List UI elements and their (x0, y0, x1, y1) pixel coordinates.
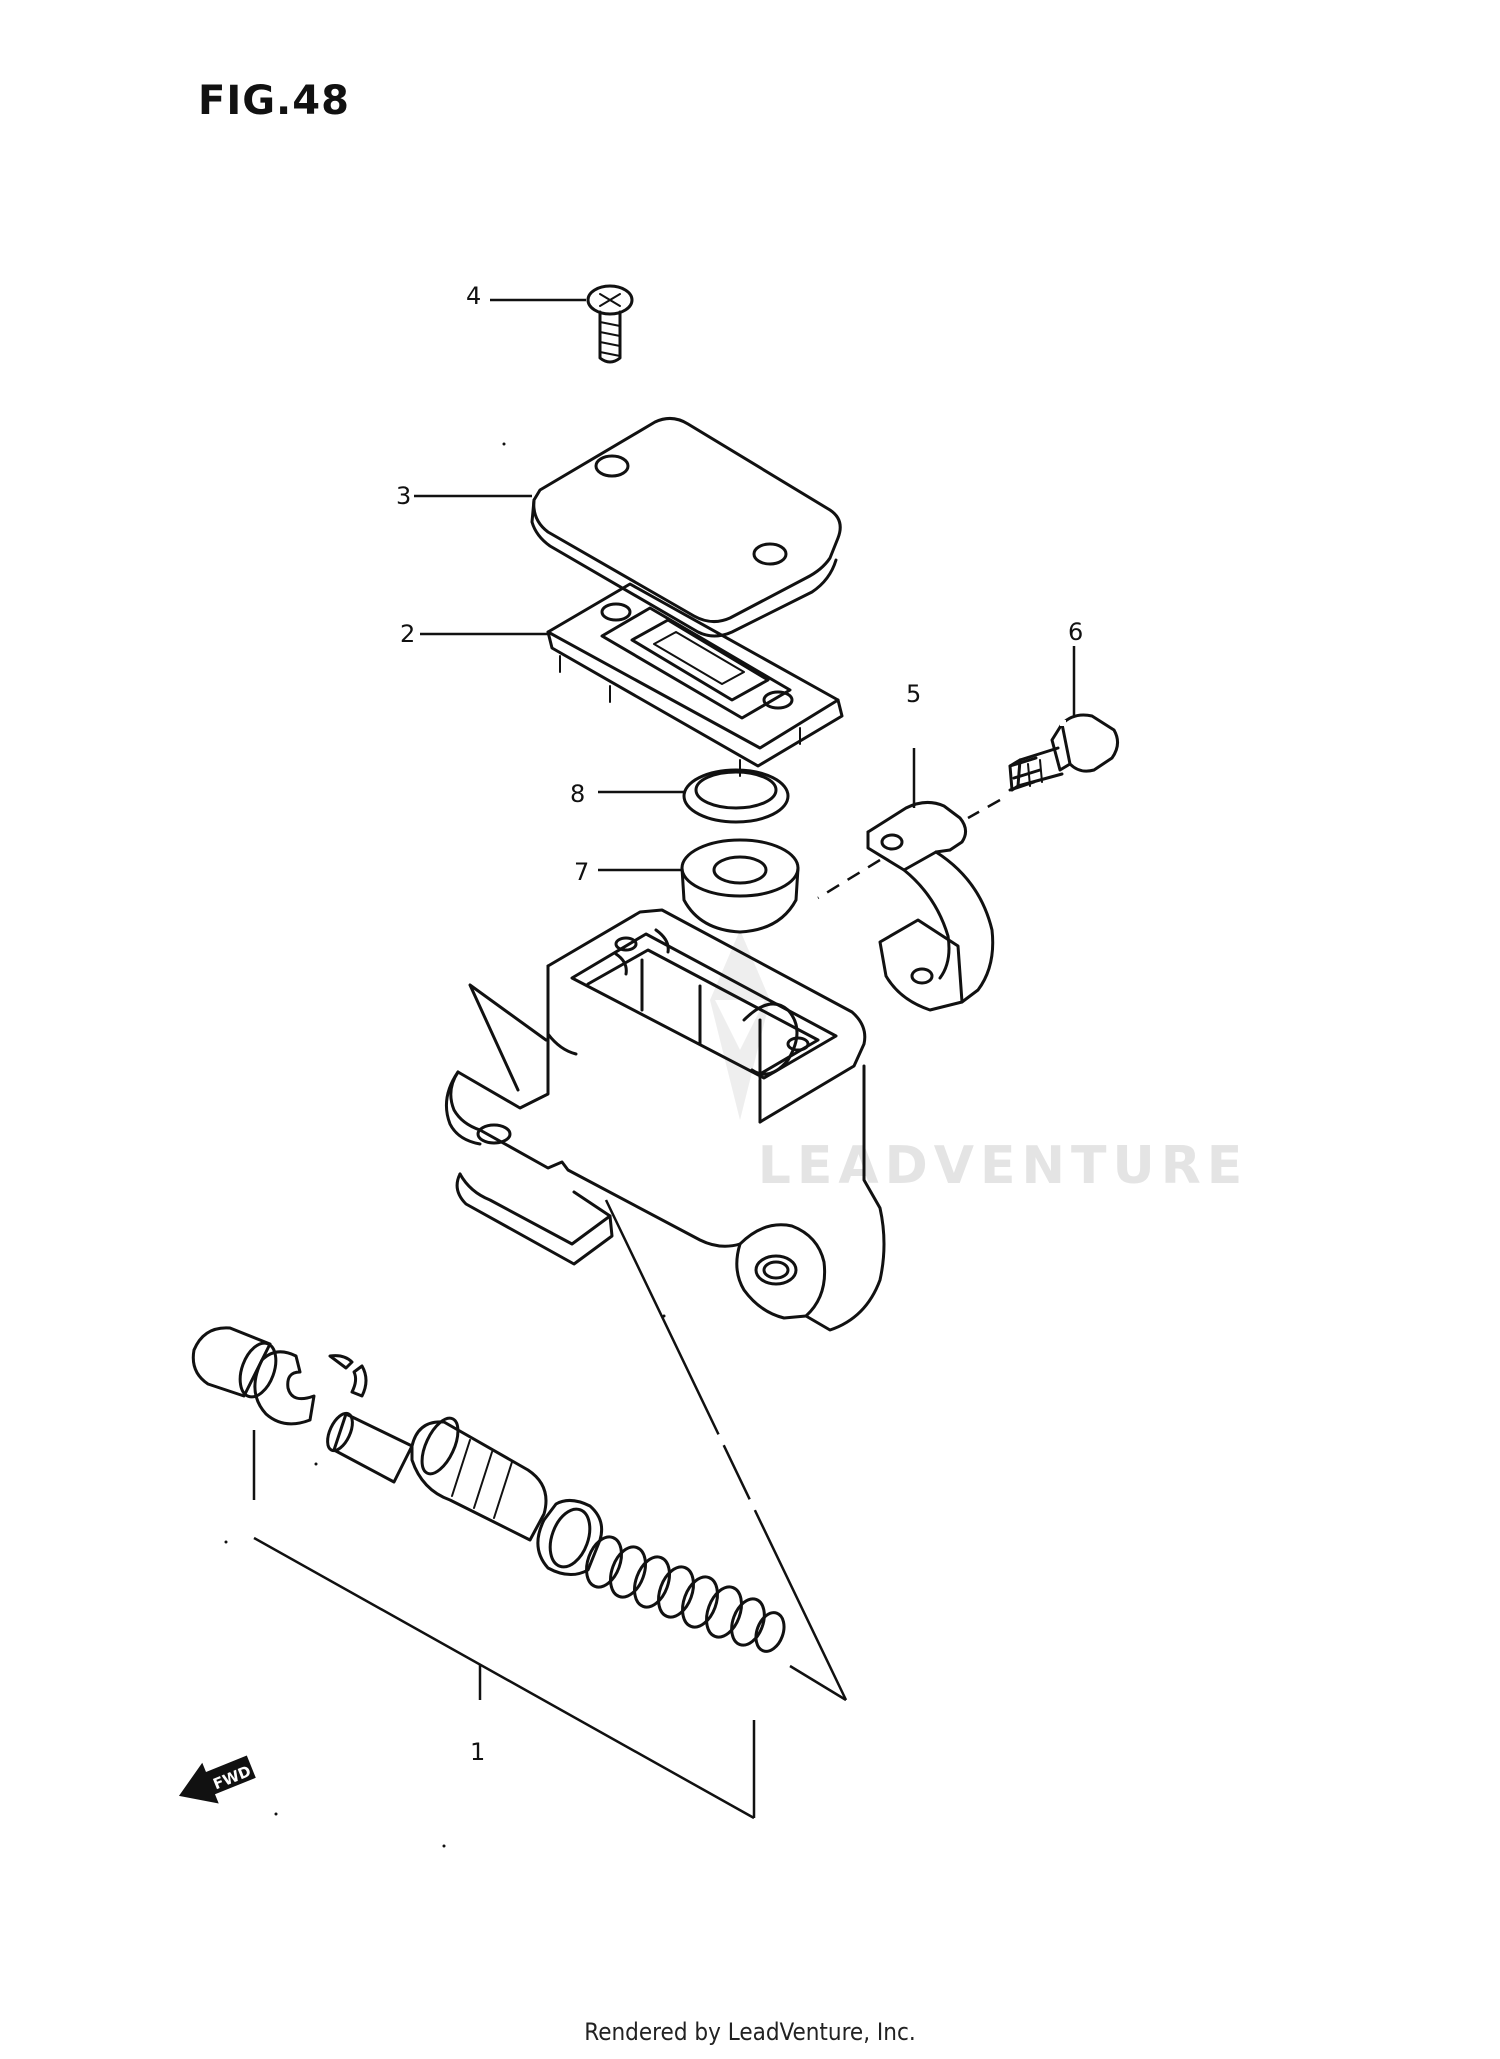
assembly-guide-lines (604, 1199, 848, 1702)
callout-3[interactable]: 3 (396, 482, 411, 510)
spring (585, 1535, 786, 1653)
part-6-bolt[interactable] (1008, 713, 1119, 792)
part-3-reservoir-cap[interactable] (530, 417, 842, 638)
master-cylinder-body[interactable] (444, 908, 886, 1332)
callout-2[interactable]: 2 (400, 620, 415, 648)
callout-4[interactable]: 4 (466, 282, 481, 310)
watermark: LEADVENTURE (710, 930, 1249, 1196)
callout-leaders (414, 298, 1076, 872)
callout-7[interactable]: 7 (574, 858, 589, 886)
callout-6[interactable]: 6 (1068, 618, 1083, 646)
footer-credit: Rendered by LeadVenture, Inc. (584, 2018, 916, 2046)
watermark-text: LEADVENTURE (758, 1136, 1249, 1196)
fwd-direction-arrow: FWD (178, 1755, 256, 1804)
part-1-piston-kit[interactable] (191, 1326, 789, 1820)
part-5-clamp[interactable] (817, 798, 1001, 1012)
part-8-o-ring[interactable] (682, 768, 790, 824)
callout-8[interactable]: 8 (570, 780, 585, 808)
part-7-boot-seal[interactable] (680, 838, 800, 934)
callout-1[interactable]: 1 (470, 1738, 485, 1766)
callout-5[interactable]: 5 (906, 680, 921, 708)
part-4-screw[interactable] (586, 284, 634, 364)
callout-labels: 4 3 2 8 7 5 6 1 (396, 282, 1083, 1766)
figure-title: FIG.48 (198, 78, 350, 124)
part-2-diaphragm[interactable] (546, 582, 844, 777)
scan-specks (224, 442, 666, 1848)
